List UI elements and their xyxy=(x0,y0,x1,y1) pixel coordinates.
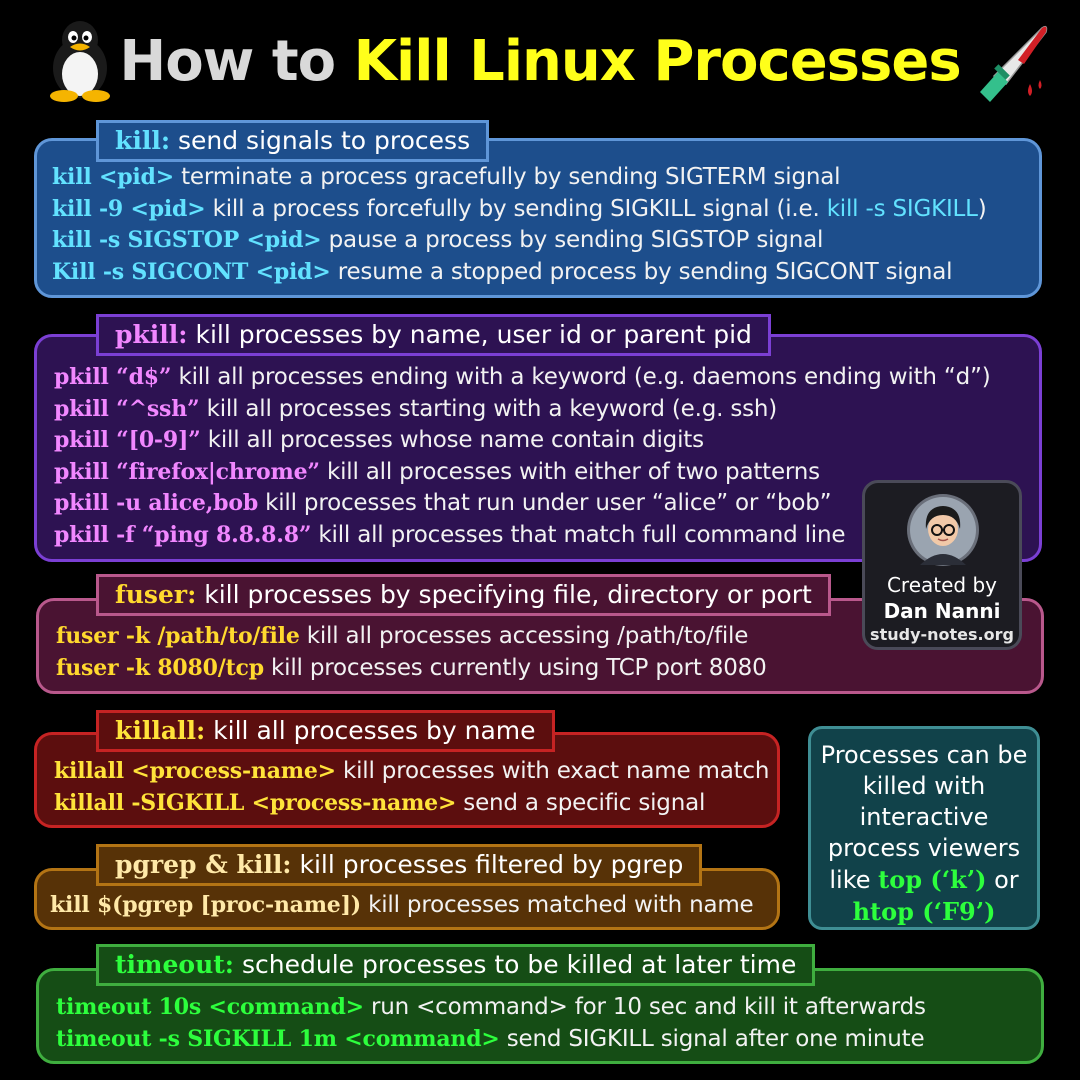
author-name: Dan Nanni xyxy=(883,599,1001,623)
description: send SIGKILL signal after one minute xyxy=(499,1025,925,1052)
avatar-icon xyxy=(907,494,979,566)
kill-row-3: kill -s SIGSTOP <pid> pause a process by… xyxy=(52,225,987,257)
author-card: Created by Dan Nanni study-notes.org xyxy=(862,480,1022,650)
tip-line-3: interactive xyxy=(859,803,989,831)
fuser-section-label: fuser: kill processes by specifying file… xyxy=(96,574,831,616)
pgrep-row-1: kill $(pgrep [proc-name]) kill processes… xyxy=(50,890,754,922)
pkill-row-1: pkill “d$” kill all processes ending wit… xyxy=(54,362,991,394)
label-command: pkill: xyxy=(115,320,188,349)
killall-rows: killall <process-name> kill processes wi… xyxy=(54,756,769,819)
command: pkill -u alice,bob xyxy=(54,490,259,516)
description: kill all processes that match full comma… xyxy=(311,521,846,548)
label-description: kill processes by name, user id or paren… xyxy=(187,320,752,349)
kill-section-label: kill: send signals to process xyxy=(96,120,490,162)
tip-box: Processes can be killed with interactive… xyxy=(808,726,1040,930)
description: resume a stopped process by sending SIGC… xyxy=(330,258,953,285)
tip-line-5: like top (‘k’) or xyxy=(811,864,1037,896)
description: run <command> for 10 sec and kill it aft… xyxy=(363,994,926,1020)
command: fuser -k 8080/tcp xyxy=(56,654,264,681)
pkill-rows: pkill “d$” kill all processes ending wit… xyxy=(54,362,991,552)
command: killall <process-name> xyxy=(54,758,336,784)
command: timeout -s SIGKILL 1m <command> xyxy=(56,1025,500,1052)
pkill-row-4: pkill “firefox|chrome” kill all processe… xyxy=(54,457,990,489)
command: timeout 10s <command> xyxy=(56,994,364,1020)
command: kill $(pgrep [proc-name]) xyxy=(50,892,362,918)
killall-row-1: killall <process-name> kill processes wi… xyxy=(54,756,769,788)
label-command: kill: xyxy=(115,126,171,155)
label-description: kill processes filtered by pgrep xyxy=(291,850,684,879)
description: pause a process by sending SIGSTOP signa… xyxy=(321,227,824,253)
alias-command: kill -s SIGKILL xyxy=(826,195,978,222)
pkill-row-6: pkill -f “ping 8.8.8.8” kill all process… xyxy=(54,520,990,552)
description: kill processes matched with name xyxy=(361,892,754,918)
kill-rows: kill <pid> terminate a process gracefull… xyxy=(52,162,987,288)
tip-line-6: htop (‘F9’) xyxy=(811,896,1037,928)
tip-top-key: top (‘k’) xyxy=(878,865,987,894)
tip-or: or xyxy=(986,866,1019,894)
description: kill all processes starting with a keywo… xyxy=(199,395,778,422)
command: kill -9 <pid> xyxy=(52,195,206,222)
command: kill -s SIGSTOP <pid> xyxy=(52,227,322,253)
kill-row-2: kill -9 <pid> kill a process forcefully … xyxy=(52,194,987,226)
tip-like: like xyxy=(829,866,879,894)
description: send a specific signal xyxy=(456,789,706,816)
author-site: study-notes.org xyxy=(870,625,1014,644)
description: kill processes that run under user “alic… xyxy=(258,490,832,516)
command: pkill -f “ping 8.8.8.8” xyxy=(54,521,312,548)
command: kill <pid> xyxy=(52,164,174,190)
label-command: timeout: xyxy=(115,950,235,979)
label-description: send signals to process xyxy=(170,126,471,155)
pkill-row-3: pkill “[0-9]” kill all processes whose n… xyxy=(54,425,990,457)
title-part-1: How to xyxy=(119,29,354,94)
kill-section-panel xyxy=(34,138,1042,298)
command: fuser -k /path/to/file xyxy=(56,623,300,649)
command: Kill -s SIGCONT <pid> xyxy=(52,258,331,285)
description: terminate a process gracefully by sendin… xyxy=(173,164,841,190)
description: kill processes with exact name match xyxy=(335,758,770,784)
title-part-2: Kill Linux Processes xyxy=(353,29,962,94)
description: kill processes currently using TCP port … xyxy=(263,654,767,681)
pkill-row-5: pkill -u alice,bob kill processes that r… xyxy=(54,488,990,520)
tip-line-1: Processes can be xyxy=(820,741,1028,769)
description-tail: ) xyxy=(977,195,987,222)
timeout-row-1: timeout 10s <command> run <command> for … xyxy=(56,992,926,1024)
kill-row-1: kill <pid> terminate a process gracefull… xyxy=(52,162,987,194)
timeout-rows: timeout 10s <command> run <command> for … xyxy=(56,992,926,1055)
command: pkill “firefox|chrome” xyxy=(54,458,320,485)
label-description: kill all processes by name xyxy=(205,716,536,745)
penguin-icon xyxy=(50,21,110,102)
description: kill a process forcefully by sending SIG… xyxy=(205,195,827,222)
tip-line-2: killed with xyxy=(862,772,986,800)
pgrep-rows: kill $(pgrep [proc-name]) kill processes… xyxy=(50,890,754,922)
pgrep-section-label: pgrep & kill: kill processes filtered by… xyxy=(96,844,703,886)
tip-htop-key: htop (‘F9’) xyxy=(852,897,996,926)
pkill-row-2: pkill “^ssh” kill all processes starting… xyxy=(54,394,990,426)
label-description: kill processes by specifying file, direc… xyxy=(196,580,812,609)
command: pkill “[0-9]” xyxy=(54,427,201,453)
fuser-row-1: fuser -k /path/to/file kill all processe… xyxy=(56,621,767,653)
knife-icon xyxy=(980,25,1048,102)
kill-row-4: Kill -s SIGCONT <pid> resume a stopped p… xyxy=(52,257,987,289)
command: pkill “^ssh” xyxy=(54,395,200,422)
fuser-rows: fuser -k /path/to/file kill all processe… xyxy=(56,621,767,684)
label-description: schedule processes to be killed at later… xyxy=(234,950,797,979)
fuser-row-2: fuser -k 8080/tcp kill processes current… xyxy=(56,653,767,685)
label-command: killall: xyxy=(115,716,206,745)
description: kill all processes accessing /path/to/fi… xyxy=(299,623,749,649)
author-credit-label: Created by xyxy=(886,573,998,597)
description: kill all processes ending with a keyword… xyxy=(171,364,991,390)
command: pkill “d$” xyxy=(54,364,172,390)
description: kill all processes whose name contain di… xyxy=(200,427,704,453)
timeout-section-label: timeout: schedule processes to be killed… xyxy=(96,944,816,986)
tip-line-4: process viewers xyxy=(827,834,1021,862)
label-command: pgrep & kill: xyxy=(115,850,292,879)
killall-row-2: killall -SIGKILL <process-name> send a s… xyxy=(54,788,769,820)
description: kill all processes with either of two pa… xyxy=(319,458,820,485)
label-command: fuser: xyxy=(115,580,197,609)
killall-section-label: killall: kill all processes by name xyxy=(96,710,555,752)
page-title: How to Kill Linux Processes xyxy=(0,20,1080,104)
pkill-section-label: pkill: kill processes by name, user id o… xyxy=(96,314,771,356)
timeout-row-2: timeout -s SIGKILL 1m <command> send SIG… xyxy=(56,1024,926,1056)
command: killall -SIGKILL <process-name> xyxy=(54,789,457,816)
